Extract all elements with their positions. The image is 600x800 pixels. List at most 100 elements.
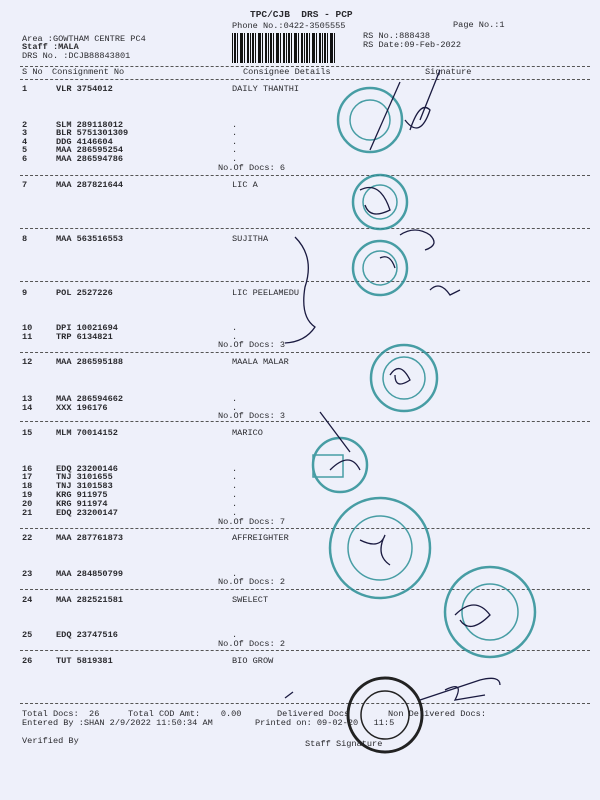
serial-number: 10 (22, 323, 33, 333)
consignment-number: EDQ 23200147 (56, 508, 118, 518)
col-consignee: Consignee Details (243, 67, 331, 77)
barcode-bar (255, 33, 256, 63)
barcode-bar (301, 33, 303, 63)
col-signature: Signature (425, 67, 472, 77)
serial-number: 13 (22, 394, 33, 404)
consignment-number: DPI 10021694 (56, 323, 118, 333)
entered-by: Entered By :SHAN 2/9/2022 11:50:34 AM (22, 718, 213, 728)
barcode-bar (250, 33, 251, 63)
col-consignment: Consignment No (52, 67, 125, 77)
stamp-icon (351, 173, 409, 231)
barcode-bar (291, 33, 292, 63)
consignment-number: MAA 286595254 (56, 145, 124, 155)
barcode-bar (298, 33, 299, 63)
divider (20, 703, 590, 704)
stamp-icon (369, 343, 439, 413)
rs-number: RS No.:888438 (363, 31, 431, 41)
docs-count: No.Of Docs: 2 (218, 639, 286, 649)
barcode-bar (232, 33, 233, 63)
divider (20, 352, 590, 353)
barcode-bar (273, 33, 274, 63)
barcode-bar (319, 33, 321, 63)
consignee-dot: . (232, 128, 238, 138)
divider (20, 79, 590, 80)
consignment-number: EDQ 23200146 (56, 464, 118, 474)
barcode-bar (304, 33, 305, 63)
consignee-dot: . (232, 630, 238, 640)
barcode-bar (240, 33, 243, 63)
printed-on: Printed on: 09-02-20 11:5 (255, 718, 395, 728)
consignment-number: TUT 5819381 (56, 656, 113, 666)
stamp-icon (328, 496, 432, 600)
serial-number: 12 (22, 357, 33, 367)
document-title: TPC/CJB DRS - PCP (250, 9, 353, 20)
docs-count: No.Of Docs: 3 (218, 411, 286, 421)
serial-number: 19 (22, 490, 33, 500)
consignment-number: MLM 70014152 (56, 428, 118, 438)
staff-signature: Staff Signature (305, 739, 383, 749)
consignee-name: LIC A (232, 180, 258, 190)
barcode-bar (276, 33, 279, 63)
area: Area :GOWTHAM CENTRE PC4 (22, 34, 146, 44)
consignment-number: VLR 3754012 (56, 84, 113, 94)
consignment-number: KRG 911975 (56, 490, 108, 500)
consignee-dot: . (232, 323, 238, 333)
signature-icon (284, 69, 501, 701)
serial-number: 5 (22, 145, 28, 155)
total-cod: Total COD Amt: 0.00 (128, 709, 242, 719)
serial-number: 26 (22, 656, 33, 666)
barcode-bar (234, 33, 236, 63)
serial-number: 14 (22, 403, 33, 413)
consignee-dot: . (232, 490, 238, 500)
divider (20, 589, 590, 590)
consignee-dot: . (232, 569, 238, 579)
consignee-dot: . (232, 154, 238, 164)
col-sno: S No (22, 67, 43, 77)
barcode-bar (283, 33, 285, 63)
consignee-name: MARICO (232, 428, 263, 438)
barcode-bar (262, 33, 263, 63)
serial-number: 16 (22, 464, 33, 474)
serial-number: 11 (22, 332, 33, 342)
serial-number: 8 (22, 234, 28, 244)
consignment-number: MAA 563516553 (56, 234, 124, 244)
delivered-docs: Delivered Docs (277, 709, 350, 719)
non-delivered-docs: Non Delivered Docs: (388, 709, 486, 719)
docs-count: No.Of Docs: 3 (218, 340, 286, 350)
stamp-icon (443, 565, 537, 659)
consignee-dot: . (232, 499, 238, 509)
serial-number: 24 (22, 595, 33, 605)
barcode-bar (244, 33, 245, 63)
consignee-name: BIO GROW (232, 656, 274, 666)
stamp-icon (336, 86, 404, 154)
divider (20, 650, 590, 651)
serial-number: 1 (22, 84, 28, 94)
consignment-number: KRG 911974 (56, 499, 108, 509)
consignment-number: BLR 5751301309 (56, 128, 129, 138)
serial-number: 2 (22, 120, 28, 130)
divider (20, 421, 590, 422)
total-docs: Total Docs: 26 (22, 709, 100, 719)
barcode-bar (334, 33, 335, 63)
consignee-dot: . (232, 403, 238, 413)
divider (20, 528, 590, 529)
serial-number: 18 (22, 481, 33, 491)
barcode-bar (258, 33, 261, 63)
barcode-bar (330, 33, 333, 63)
serial-number: 17 (22, 472, 33, 482)
consignee-name: SWELECT (232, 595, 269, 605)
barcode-bar (294, 33, 297, 63)
divider (20, 175, 590, 176)
barcode-bar (252, 33, 254, 63)
serial-number: 3 (22, 128, 28, 138)
consignee-name: DAILY THANTHI (232, 84, 300, 94)
serial-number: 23 (22, 569, 33, 579)
consignee-dot: . (232, 394, 238, 404)
divider (20, 281, 590, 282)
divider (20, 228, 590, 229)
consignment-number: MAA 287761873 (56, 533, 124, 543)
consignment-number: SLM 289118012 (56, 120, 124, 130)
consignee-dot: . (232, 472, 238, 482)
serial-number: 4 (22, 137, 28, 147)
serial-number: 9 (22, 288, 28, 298)
